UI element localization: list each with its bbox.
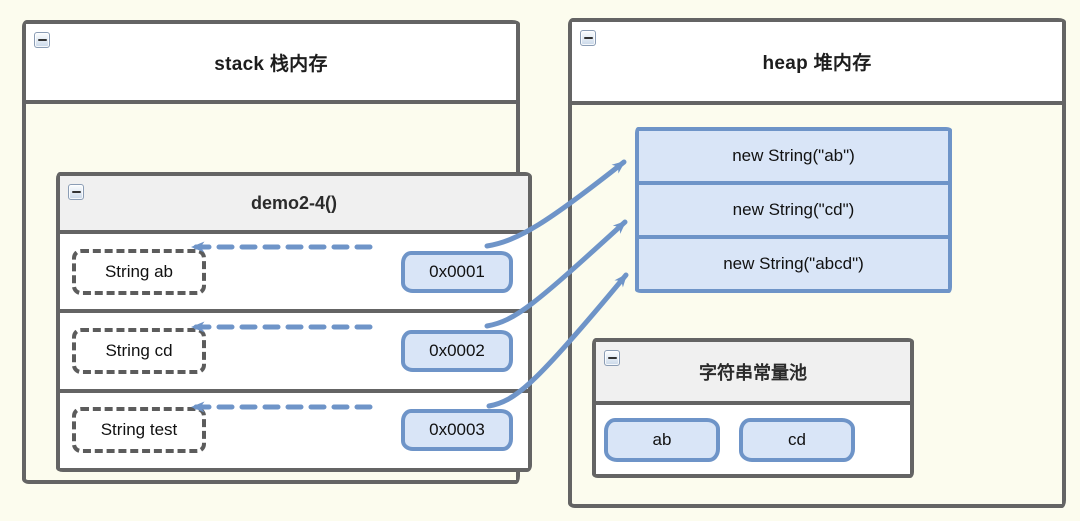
constant-pool-header: 字符串常量池 xyxy=(596,342,910,405)
frame-row: String ab 0x0001 xyxy=(60,234,528,310)
heap-object-stack: new String("ab") new String("cd") new St… xyxy=(635,127,952,293)
constant-pool-panel: 字符串常量池 ab cd xyxy=(592,338,914,478)
frame-row: String cd 0x0002 xyxy=(60,309,528,389)
address-label: 0x0003 xyxy=(429,420,485,440)
pool-entry: cd xyxy=(739,418,855,462)
heap-object: new String("ab") xyxy=(639,131,948,181)
constant-pool-title: 字符串常量池 xyxy=(699,362,807,383)
variable-label: String cd xyxy=(105,340,173,360)
heap-minimize-button[interactable] xyxy=(580,30,596,46)
minimize-icon xyxy=(583,36,593,40)
constant-pool-body: ab cd xyxy=(596,405,910,462)
frame-title: demo2-4() xyxy=(250,192,337,213)
variable-label: String ab xyxy=(104,261,174,281)
address-box: 0x0003 xyxy=(401,409,513,452)
stack-title: stack 栈内存 xyxy=(214,53,328,75)
variable-label: String test xyxy=(100,420,178,440)
stack-frame-demo2-4: demo2-4() String ab 0x0001 String cd 0x0… xyxy=(56,172,532,472)
pool-minimize-button[interactable] xyxy=(604,350,620,366)
frame-minimize-button[interactable] xyxy=(68,184,84,200)
address-box: 0x0002 xyxy=(401,329,513,372)
variable-box: String cd xyxy=(72,327,206,374)
stack-panel-header: stack 栈内存 xyxy=(26,24,516,104)
stack-frame-header: demo2-4() xyxy=(60,176,528,234)
pool-entry: ab xyxy=(604,418,720,462)
variable-box: String ab xyxy=(72,248,206,295)
variable-box: String test xyxy=(72,407,206,454)
address-box: 0x0001 xyxy=(401,250,513,293)
minimize-icon xyxy=(37,38,47,42)
minimize-icon xyxy=(607,356,617,360)
frame-row: String test 0x0003 xyxy=(60,388,528,468)
minimize-icon xyxy=(71,190,81,194)
address-label: 0x0002 xyxy=(429,340,485,360)
heap-title: heap 堆内存 xyxy=(762,53,872,74)
heap-object: new String("abcd") xyxy=(639,235,948,289)
heap-object: new String("cd") xyxy=(639,181,948,235)
stack-minimize-button[interactable] xyxy=(34,32,50,48)
stack-panel: stack 栈内存 demo2-4() String ab 0x0001 Str xyxy=(22,20,532,484)
heap-panel-header: heap 堆内存 xyxy=(572,22,1062,105)
address-label: 0x0001 xyxy=(429,261,485,281)
